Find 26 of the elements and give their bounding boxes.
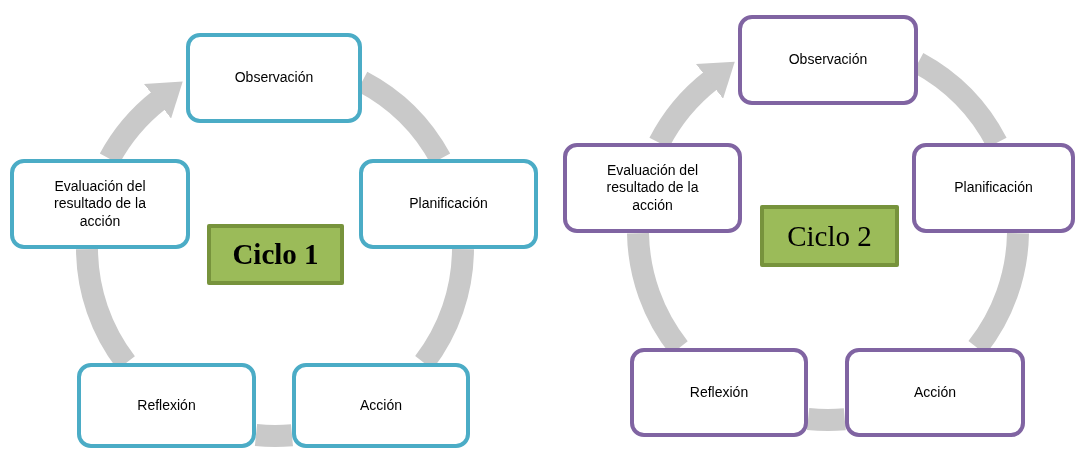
cycle-label-box — [760, 205, 899, 267]
step-box — [10, 159, 190, 249]
cycle-title: Ciclo 1 — [232, 237, 319, 273]
step-box — [845, 348, 1025, 437]
cycle-connector — [807, 408, 846, 431]
step-box — [563, 143, 742, 233]
cycle-connector — [255, 424, 293, 447]
step-label: Reflexión — [689, 383, 749, 402]
step-box — [359, 159, 538, 249]
step-label: Observación — [234, 69, 314, 87]
step-label: Acción — [360, 396, 402, 415]
step-box — [630, 348, 808, 437]
step-label: Planificación — [954, 179, 1033, 197]
step-label: Reflexión — [137, 396, 196, 415]
step-label: Evaluación del resultado de la acción — [605, 161, 700, 215]
step-label: Evaluación del resultado de la acción — [53, 177, 147, 231]
cycle-label-box — [207, 224, 344, 285]
step-box — [912, 143, 1075, 233]
step-box — [738, 15, 918, 105]
step-box — [292, 363, 470, 448]
step-box — [77, 363, 256, 448]
cycle-title: Ciclo 2 — [787, 218, 872, 254]
step-label: Observación — [788, 51, 868, 69]
step-label: Planificación — [409, 195, 488, 213]
step-label: Acción — [914, 383, 956, 402]
step-box — [186, 33, 362, 123]
